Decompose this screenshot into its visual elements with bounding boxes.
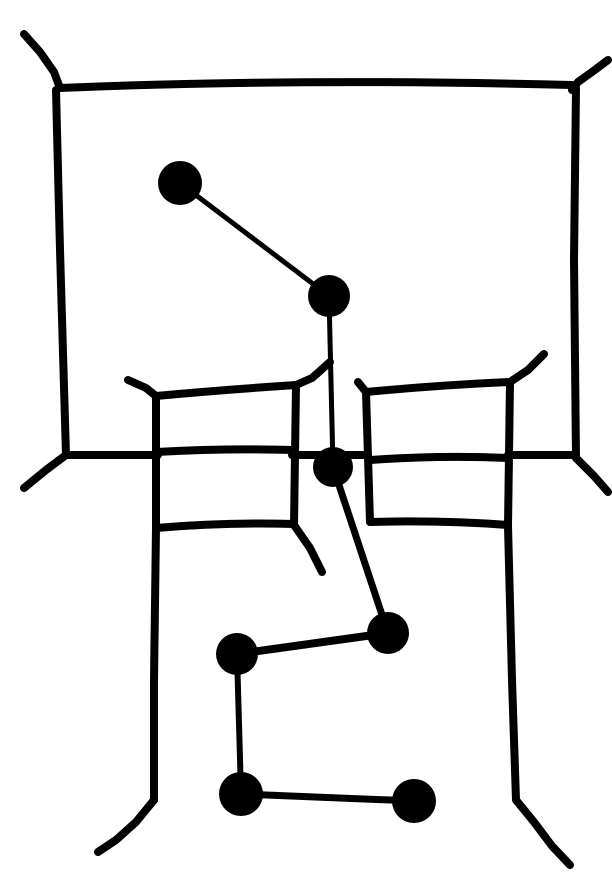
- node-7: [392, 779, 436, 823]
- right-passage-wall-6: [370, 457, 508, 460]
- left-passage-wall-7: [156, 524, 294, 529]
- right-passage-wall-7: [370, 521, 508, 525]
- node-5: [216, 633, 258, 675]
- lower-corridor-wall-1: [154, 528, 156, 800]
- upper-room-wall-5: [574, 88, 576, 458]
- left-passage-wall-6: [156, 449, 294, 452]
- node-4: [367, 612, 409, 654]
- node-2: [308, 275, 350, 317]
- node-6: [219, 772, 263, 816]
- right-passage-wall-5: [508, 382, 510, 526]
- node-3: [313, 447, 353, 487]
- node-1: [158, 161, 202, 205]
- left-passage-wall-5: [294, 385, 296, 525]
